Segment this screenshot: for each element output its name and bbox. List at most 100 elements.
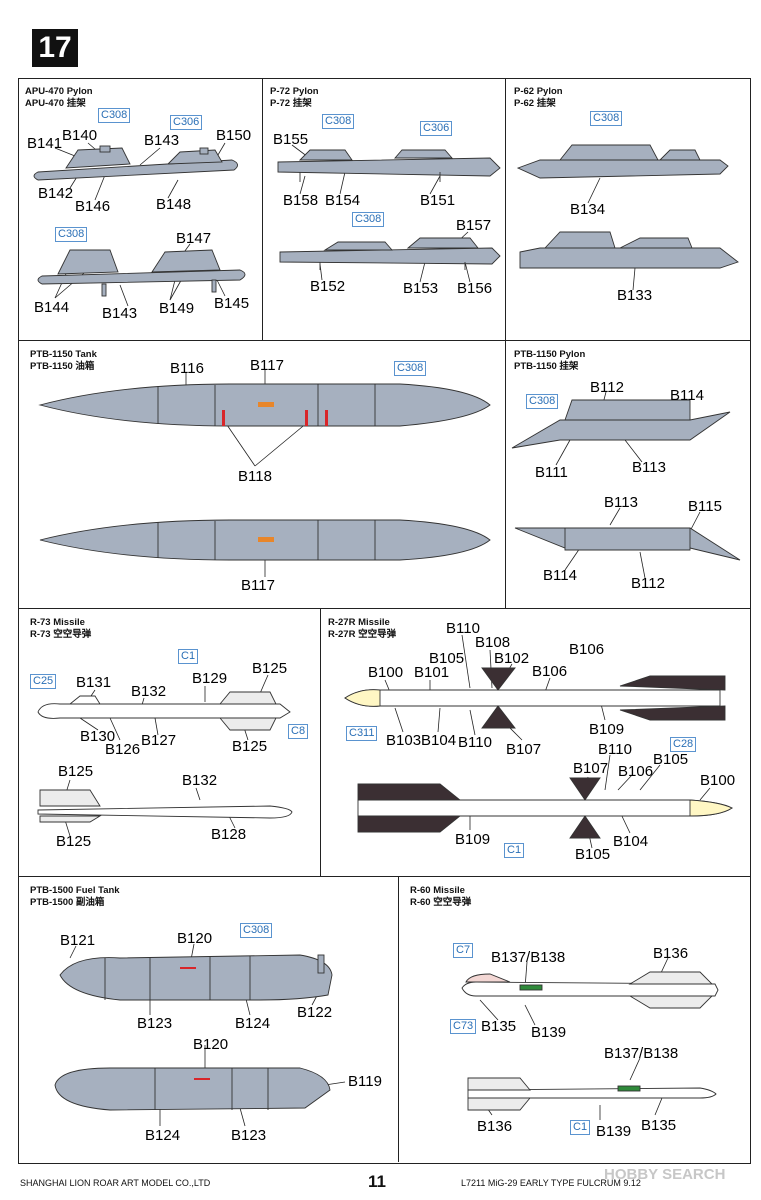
- part-label: B136: [477, 1118, 513, 1135]
- part-label: B131: [76, 674, 112, 691]
- r27r-missile-bottom: [357, 777, 733, 839]
- ref-tag: C308: [394, 361, 427, 376]
- part-label: B101: [414, 664, 450, 681]
- part-label: B158: [283, 192, 319, 209]
- ref-tag: C73: [450, 1019, 477, 1034]
- ref-tag: C1: [570, 1120, 591, 1135]
- part-label: B109: [455, 831, 491, 848]
- panel-title-r60: R-60 Missile R-60 空空导弹: [410, 885, 471, 909]
- ref-tag: C1: [504, 843, 525, 858]
- part-label: B106: [618, 763, 654, 780]
- part-label: B103: [386, 732, 422, 749]
- ref-tag: C28: [670, 737, 697, 752]
- part-label: B125: [56, 833, 92, 850]
- part-label: B146: [75, 198, 111, 215]
- p72-pylon-top: [277, 149, 501, 182]
- part-label: B126: [105, 741, 141, 758]
- part-label: B123: [137, 1015, 173, 1032]
- part-label: B107: [573, 760, 609, 777]
- col-divider-3: [320, 608, 321, 876]
- part-label: B122: [297, 1004, 333, 1021]
- part-label: B100: [700, 772, 736, 789]
- title-en: PTB-1500 Fuel Tank: [30, 885, 120, 896]
- panel-title-ptb1150pylon: PTB-1150 Pylon PTB-1150 挂架: [514, 349, 585, 373]
- part-label: B127: [141, 732, 177, 749]
- title-cn: PTB-1500 副油箱: [30, 897, 105, 908]
- part-label: B120: [177, 930, 213, 947]
- part-label: B129: [192, 670, 228, 687]
- part-label: B125: [58, 763, 94, 780]
- ref-tag: C311: [346, 726, 378, 741]
- part-label: B120: [193, 1036, 229, 1053]
- part-label: B110: [598, 741, 632, 758]
- ref-tag: C308: [98, 108, 131, 123]
- r27r-missile-top: [344, 667, 726, 729]
- p62-pylon-bottom: [519, 231, 739, 269]
- title-en: R-60 Missile: [410, 885, 465, 896]
- part-label: B143: [144, 132, 180, 149]
- title-cn: PTB-1150 挂架: [514, 361, 579, 372]
- ref-tag: C308: [55, 227, 88, 242]
- step-number-badge: 17: [32, 29, 78, 67]
- ref-tag: C308: [590, 111, 623, 126]
- title-cn: R-60 空空导弹: [410, 897, 472, 908]
- part-label: B111: [535, 464, 568, 481]
- part-label: B145: [214, 295, 250, 312]
- part-label: B124: [235, 1015, 271, 1032]
- ref-tag: C308: [240, 923, 273, 938]
- part-label: B139: [596, 1123, 632, 1140]
- part-label: B149: [159, 300, 195, 317]
- part-label: B113: [604, 494, 638, 511]
- part-label: B121: [60, 932, 96, 949]
- part-label: B144: [34, 299, 70, 316]
- part-label: B148: [156, 196, 192, 213]
- r60-missile-bottom: [467, 1077, 717, 1111]
- part-label: B107: [506, 741, 542, 758]
- panel-title-p62: P-62 Pylon P-62 挂架: [514, 86, 563, 110]
- part-label: B105: [429, 650, 465, 667]
- title-cn: APU-470 挂架: [25, 98, 86, 109]
- title-cn: P-62 挂架: [514, 98, 556, 109]
- part-label: B119: [348, 1073, 382, 1090]
- part-label: B133: [617, 287, 653, 304]
- part-label: B105: [575, 846, 611, 863]
- footer-company: SHANGHAI LION ROAR ART MODEL CO.,LTD: [20, 1178, 211, 1188]
- panel-title-ptb1500: PTB-1500 Fuel Tank PTB-1500 副油箱: [30, 885, 120, 909]
- panel-title-r73: R-73 Missile R-73 空空导弹: [30, 617, 91, 641]
- p62-pylon-top: [516, 144, 729, 179]
- part-label: B104: [613, 833, 649, 850]
- ptb1150-tank-marks: [222, 402, 328, 542]
- ref-tag: C8: [288, 724, 309, 739]
- part-label: B106: [532, 663, 568, 680]
- panel-grid-frame: [18, 78, 751, 1164]
- watermark-logo: HOBBY SEARCH: [604, 1166, 726, 1183]
- part-label: B110: [458, 734, 492, 751]
- apu470-pylon-bottom: [37, 249, 246, 297]
- part-label: B108: [475, 634, 511, 651]
- part-label: B109: [589, 721, 625, 738]
- title-en: R-73 Missile: [30, 617, 85, 628]
- ref-tag: C1: [178, 649, 199, 664]
- part-label: B147: [176, 230, 212, 247]
- title-en: PTB-1150 Pylon: [514, 349, 586, 360]
- panel-title-apu470: APU-470 Pylon APU-470 挂架: [25, 86, 93, 110]
- part-label: B140: [62, 127, 98, 144]
- footer-page-number: 11: [368, 1172, 386, 1191]
- title-en: APU-470 Pylon: [25, 86, 93, 97]
- part-label: B112: [631, 575, 665, 592]
- part-label: B135: [481, 1018, 517, 1035]
- title-en: P-72 Pylon: [270, 86, 319, 97]
- part-label: B128: [211, 826, 247, 843]
- col-divider-2: [505, 340, 506, 608]
- part-label: B153: [403, 280, 439, 297]
- ptb1150-pylon-bottom: [514, 527, 741, 561]
- footer-product: L7211 MiG-29 EARLY TYPE FULCRUM 9.12: [461, 1178, 641, 1188]
- part-label: B134: [570, 201, 606, 218]
- title-cn: R-27R 空空导弹: [328, 629, 397, 640]
- part-label: B114: [670, 387, 704, 404]
- part-label: B113: [632, 459, 666, 476]
- part-label: B150: [216, 127, 252, 144]
- part-label: B124: [145, 1127, 181, 1144]
- part-label: B130: [80, 728, 116, 745]
